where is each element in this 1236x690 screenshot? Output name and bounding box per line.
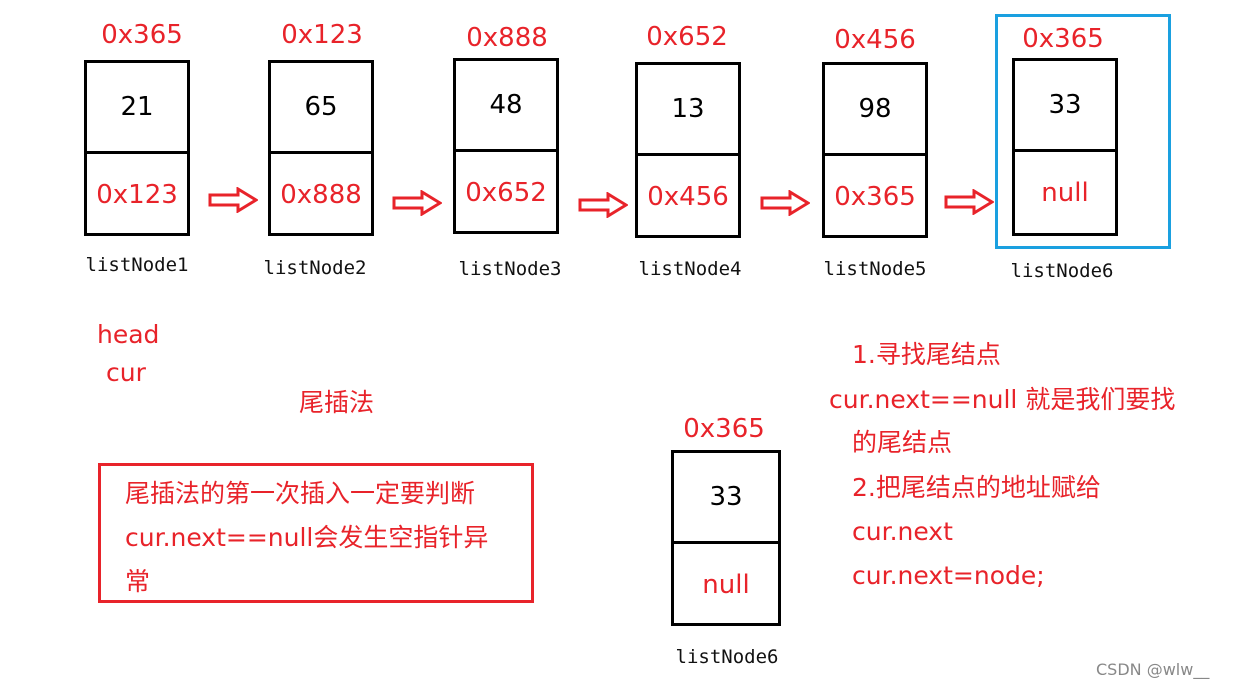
node6-address: 0x365: [1022, 24, 1104, 54]
node4-address: 0x652: [646, 22, 728, 52]
right-arrow-icon: [208, 187, 258, 213]
node5-next: 0x365: [834, 182, 916, 212]
new-node-label: listNode6: [675, 646, 779, 668]
node4-next: 0x456: [647, 182, 729, 212]
node6: 33 null: [1012, 58, 1118, 236]
node2-label: listNode2: [263, 257, 367, 279]
node5: 98 0x365: [822, 62, 928, 238]
node6-value: 33: [1015, 61, 1115, 152]
new-node-address: 0x365: [683, 414, 765, 444]
step-1-detail-cont: 的尾结点: [852, 428, 953, 457]
right-arrow-icon: [760, 190, 810, 216]
node1-address: 0x365: [101, 20, 183, 50]
new-node: 33 null: [671, 450, 781, 626]
warning-line-2: cur.next==null会发生空指针异: [125, 523, 489, 552]
step-1: 1.寻找尾结点: [852, 340, 1001, 369]
step-2-target: cur.next: [852, 517, 953, 546]
watermark: CSDN @wlw__: [1096, 660, 1210, 679]
warning-box: 尾插法的第一次插入一定要判断 cur.next==null会发生空指针异 常: [98, 463, 534, 603]
head-pointer-label: head: [97, 320, 160, 349]
new-node-next: null: [702, 570, 750, 600]
node6-next: null: [1041, 178, 1089, 208]
node6-label: listNode6: [1010, 260, 1114, 282]
warning-line-3: 常: [125, 567, 151, 596]
cur-pointer-label: cur: [106, 358, 146, 387]
node1-label: listNode1: [85, 254, 189, 276]
tail-node-highlight: [995, 14, 1171, 249]
node2-address: 0x123: [281, 20, 363, 50]
method-title: 尾插法: [299, 388, 375, 417]
node3-next: 0x652: [465, 178, 547, 208]
node3: 48 0x652: [453, 58, 559, 234]
node3-value: 48: [456, 61, 556, 152]
node2: 65 0x888: [268, 60, 374, 236]
step-1-detail: cur.next==null 就是我们要找: [829, 385, 1176, 414]
node1: 21 0x123: [84, 60, 190, 236]
step-2: 2.把尾结点的地址赋给: [852, 473, 1101, 502]
node4-label: listNode4: [638, 258, 742, 280]
node1-next: 0x123: [96, 180, 178, 210]
node4: 13 0x456: [635, 62, 741, 238]
right-arrow-icon: [392, 190, 442, 216]
node4-value: 13: [638, 65, 738, 156]
right-arrow-icon: [944, 189, 994, 215]
node2-value: 65: [271, 63, 371, 154]
node1-value: 21: [87, 63, 187, 154]
node5-value: 98: [825, 65, 925, 156]
warning-line-1: 尾插法的第一次插入一定要判断: [125, 479, 476, 508]
right-arrow-icon: [578, 192, 628, 218]
node5-label: listNode5: [823, 258, 927, 280]
node3-label: listNode3: [458, 258, 562, 280]
node3-address: 0x888: [466, 23, 548, 53]
node2-next: 0x888: [280, 180, 362, 210]
node5-address: 0x456: [834, 25, 916, 55]
step-2-code: cur.next=node;: [852, 561, 1045, 590]
new-node-value: 33: [674, 453, 778, 544]
